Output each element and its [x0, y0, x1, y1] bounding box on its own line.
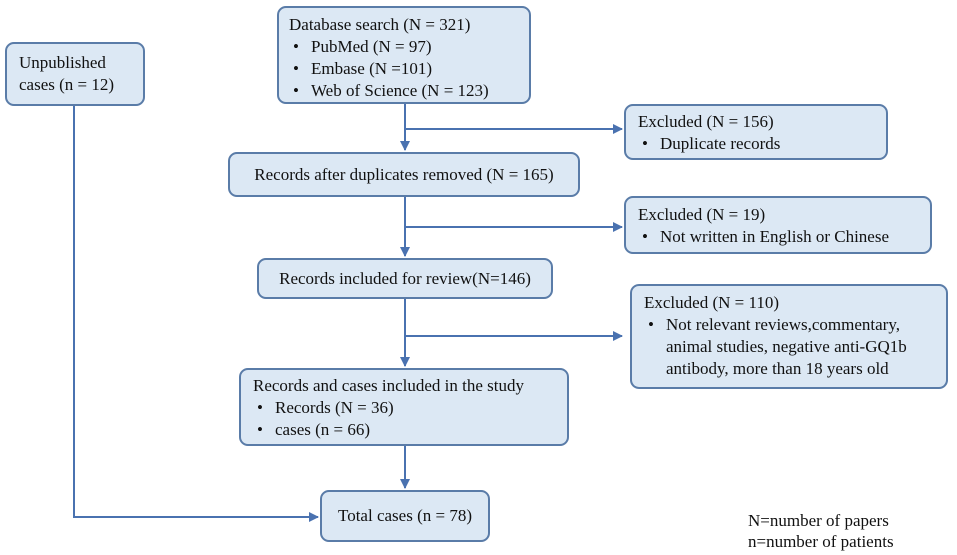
included-title: Records and cases included in the study: [253, 376, 524, 395]
records-and-cases-included-box: Records and cases included in the study …: [239, 368, 569, 446]
unpublished-cases-box: Unpublished cases (n = 12): [5, 42, 145, 106]
legend-patients: n=number of patients: [748, 532, 894, 551]
excluded-language-list: Not written in English or Chinese: [638, 226, 918, 248]
total-cases-box: Total cases (n = 78): [320, 490, 490, 542]
legend: N=number of papers n=number of patients: [748, 510, 894, 552]
arrow-unpublished-to-total: [73, 106, 319, 522]
database-search-box: Database search (N = 321) PubMed (N = 97…: [277, 6, 531, 104]
included-item-records: Records (N = 36): [253, 397, 555, 419]
records-for-review-box: Records included for review(N=146): [257, 258, 553, 299]
excluded-irrelevant-list: Not relevant reviews,commentary, animal …: [644, 314, 934, 380]
database-list: PubMed (N = 97) Embase (N =101) Web of S…: [289, 36, 519, 102]
excluded-duplicates-list: Duplicate records: [638, 133, 874, 155]
excluded-irrelevant-title: Excluded (N = 110): [644, 293, 780, 312]
unpublished-line-2: cases (n = 12): [19, 75, 115, 94]
records-after-duplicates-box: Records after duplicates removed (N = 16…: [228, 152, 580, 197]
legend-papers: N=number of papers: [748, 511, 889, 530]
excluded-duplicates-reason: Duplicate records: [638, 133, 874, 155]
unpublished-line-1: Unpublished: [19, 53, 106, 72]
excluded-language-title: Excluded (N = 19): [638, 205, 766, 224]
database-search-title: Database search (N = 321): [289, 15, 471, 34]
records-for-review-label: Records included for review(N=146): [279, 269, 531, 288]
excluded-language-reason: Not written in English or Chinese: [638, 226, 918, 248]
excluded-irrelevant-reason: Not relevant reviews,commentary, animal …: [644, 314, 934, 380]
excluded-duplicates-box: Excluded (N = 156) Duplicate records: [624, 104, 888, 160]
total-cases-label: Total cases (n = 78): [338, 506, 472, 525]
excluded-language-box: Excluded (N = 19) Not written in English…: [624, 196, 932, 254]
excluded-irrelevant-box: Excluded (N = 110) Not relevant reviews,…: [630, 284, 948, 389]
included-list: Records (N = 36) cases (n = 66): [253, 397, 555, 441]
database-item-web-of-science: Web of Science (N = 123): [289, 80, 519, 102]
database-item-embase: Embase (N =101): [289, 58, 519, 80]
database-item-pubmed: PubMed (N = 97): [289, 36, 519, 58]
records-after-duplicates-label: Records after duplicates removed (N = 16…: [254, 165, 554, 184]
excluded-duplicates-title: Excluded (N = 156): [638, 112, 774, 131]
included-item-cases: cases (n = 66): [253, 419, 555, 441]
